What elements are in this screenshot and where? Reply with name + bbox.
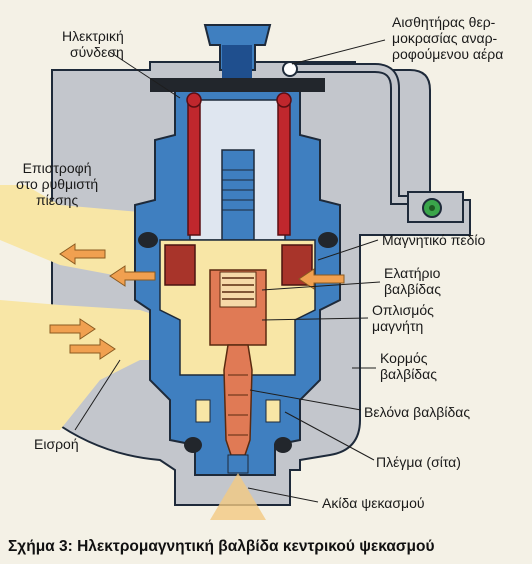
label-inlet: Εισροή: [34, 436, 79, 452]
spray-cone: [210, 473, 266, 520]
inlet-arrow: [49, 318, 116, 360]
label-spray-tip: Ακίδα ψεκασμού: [322, 495, 425, 511]
magnetic-coil-left: [164, 244, 196, 286]
strainer-right: [265, 399, 281, 423]
seal-ring: [150, 78, 325, 92]
strainer-left: [195, 399, 211, 423]
label-air-temp-sensor: Αισθητήρας θερ- μοκρασίας αναρ- ροφούμεν…: [392, 14, 504, 62]
fuel-flow-arrow: [298, 268, 345, 290]
leader-lines: [74, 39, 386, 503]
label-electric-connection: Ηλεκτρική σύνδεση: [62, 28, 124, 60]
central-stem: [221, 149, 255, 241]
label-strainer: Πλέγμα (σίτα): [376, 454, 461, 470]
contact-pin-right: [277, 99, 291, 236]
label-magnetic-field: Μαγνητικό πεδίο: [382, 232, 486, 248]
injector-cross-section: [0, 24, 471, 520]
o-ring: [138, 232, 158, 248]
label-valve-spring: Ελατήριο βαλβίδας: [384, 265, 441, 297]
label-valve-needle: Βελόνα βαλβίδας: [364, 404, 471, 420]
contact-pin-left: [187, 99, 201, 236]
nozzle-tip: [227, 454, 249, 474]
figure-caption: Σχήμα 3: Ηλεκτρομαγνητική βαλβίδα κεντρι…: [8, 538, 435, 555]
label-valve-body: Κορμός βαλβίδας: [380, 350, 437, 382]
sensor-ball: [282, 61, 298, 77]
label-return-to-regulator: Επιστροφή στο ρυθμιστή πίεσης: [16, 160, 99, 208]
return-arrow: [59, 243, 156, 287]
label-magnet-armature: Οπλισμός μαγνήτη: [372, 302, 434, 334]
inlet-channel: [0, 300, 170, 430]
valve-needle: [223, 344, 253, 456]
